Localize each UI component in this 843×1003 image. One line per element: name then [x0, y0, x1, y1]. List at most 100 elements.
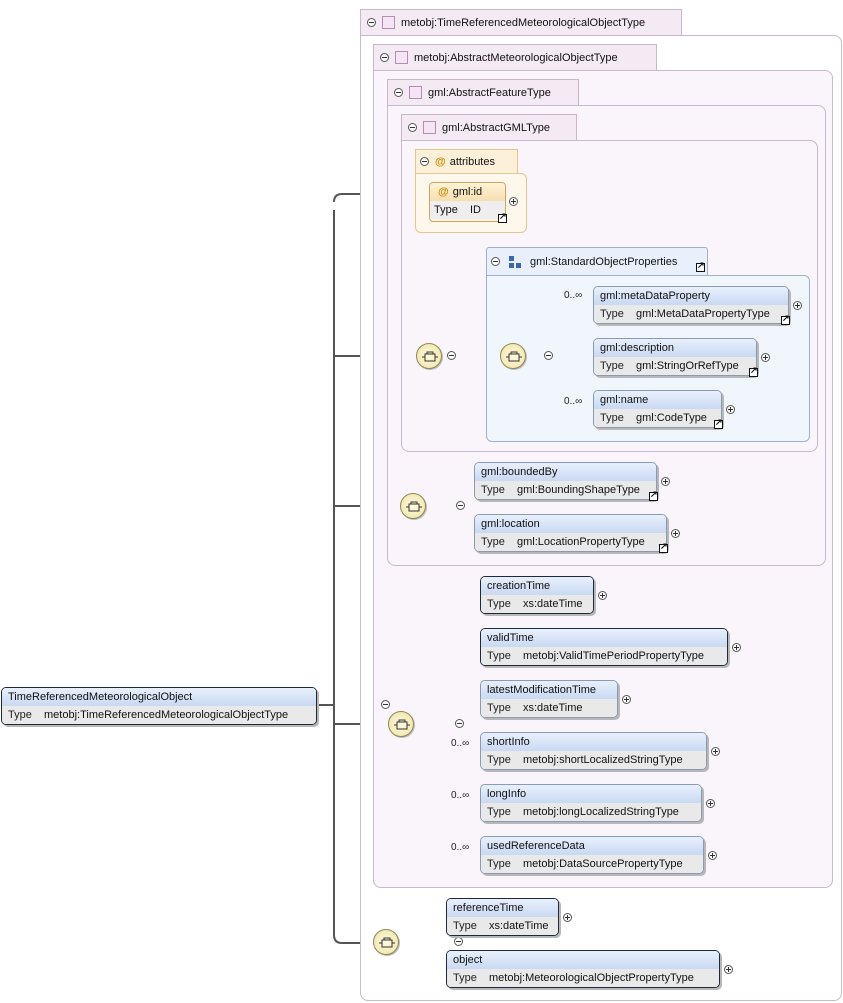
element-type: metobj:TimeReferencedMeteorologicalObjec… — [44, 709, 289, 721]
collapse-icon[interactable] — [491, 257, 500, 266]
element-type: metobj:DataSourcePropertyType — [523, 858, 683, 870]
collapse-icon[interactable] — [456, 501, 466, 510]
type-label: Type — [481, 536, 505, 548]
expand-icon[interactable] — [761, 353, 770, 362]
attributes-label: attributes — [449, 155, 495, 168]
collapse-icon[interactable] — [380, 53, 389, 62]
element-name: object — [447, 951, 719, 969]
element-name: shortInfo — [481, 733, 706, 751]
expand-icon[interactable] — [706, 799, 715, 808]
element-type: gml:StringOrRefType — [636, 360, 739, 372]
element-name: longInfo — [481, 785, 701, 803]
element-name: latestModificationTime — [481, 681, 617, 699]
complex-type-tab-abstract-gml[interactable]: gml:AbstractGMLType — [401, 114, 577, 140]
type-label: Type — [481, 484, 505, 496]
goto-group-icon[interactable] — [696, 260, 705, 272]
collapse-icon[interactable] — [420, 157, 429, 166]
goto-type-icon[interactable] — [649, 489, 658, 501]
cardinality: 0..∞ — [451, 790, 470, 801]
collapse-icon[interactable] — [454, 937, 464, 946]
group-icon — [509, 255, 521, 268]
goto-type-icon[interactable] — [714, 417, 723, 429]
expand-icon[interactable] — [671, 529, 680, 538]
goto-type-icon[interactable] — [749, 365, 758, 377]
type-label: Type — [434, 204, 458, 216]
group-tab[interactable]: gml:StandardObjectProperties — [486, 247, 708, 275]
expand-icon[interactable] — [563, 913, 572, 922]
goto-type-icon[interactable] — [781, 313, 790, 325]
collapse-icon[interactable] — [367, 18, 376, 27]
sequence-icon[interactable] — [388, 711, 414, 737]
collapse-icon[interactable] — [381, 700, 391, 709]
element-type: xs:dateTime — [489, 920, 549, 932]
type-label: Type — [453, 972, 477, 984]
cardinality: 0..∞ — [451, 842, 470, 853]
attribute-icon: @ — [435, 155, 446, 168]
element-gml-location[interactable]: gml:location Type gml:LocationPropertyTyp… — [474, 514, 680, 553]
collapse-icon[interactable] — [394, 88, 403, 97]
sequence-icon[interactable] — [500, 343, 526, 369]
expand-icon[interactable] — [598, 591, 607, 600]
goto-type-icon[interactable] — [498, 211, 507, 223]
collapse-icon[interactable] — [408, 123, 417, 132]
element-type: metobj:ValidTimePeriodPropertyType — [523, 650, 704, 662]
collapse-icon[interactable] — [544, 351, 554, 360]
expand-icon[interactable] — [509, 197, 518, 206]
type-label: Type — [487, 650, 511, 662]
expand-icon[interactable] — [726, 405, 735, 414]
complex-type-tab-outer[interactable]: metobj:TimeReferencedMeteorologicalObjec… — [360, 9, 682, 35]
element-type: gml:MetaDataPropertyType — [636, 308, 770, 320]
type-label: Type — [600, 360, 624, 372]
element-name: gml:location — [475, 515, 666, 533]
element-type: metobj:shortLocalizedStringType — [523, 754, 683, 766]
type-label: Type — [600, 412, 624, 424]
element-name: usedReferenceData — [481, 837, 703, 855]
element-gml-name[interactable]: gml:name Type gml:CodeType — [593, 390, 735, 429]
attribute-type: ID — [470, 204, 481, 216]
cardinality: 0..∞ — [564, 396, 583, 407]
element-type: gml:CodeType — [636, 412, 707, 424]
element-type: xs:dateTime — [523, 702, 583, 714]
element-shortinfo[interactable]: shortInfo Type metobj:shortLocalizedStrin… — [480, 732, 720, 770]
sequence-icon[interactable] — [416, 343, 442, 369]
complex-type-tab-abstract-met[interactable]: metobj:AbstractMeteorologicalObjectType — [373, 44, 657, 70]
expand-icon[interactable] — [708, 851, 717, 860]
type-label: Type — [487, 754, 511, 766]
sequence-icon[interactable] — [400, 493, 426, 519]
expand-icon[interactable] — [711, 747, 720, 756]
sequence-icon[interactable] — [373, 929, 399, 955]
type-label: Type — [8, 709, 32, 721]
element-name: referenceTime — [447, 899, 558, 917]
attribute-name: gml:id — [452, 186, 483, 198]
complex-type-tab-abstract-feature[interactable]: gml:AbstractFeatureType — [387, 79, 579, 105]
complex-type-icon — [382, 16, 395, 29]
goto-type-icon[interactable] — [659, 541, 668, 553]
expand-icon[interactable] — [724, 965, 733, 974]
complex-type-name: gml:AbstractFeatureType — [428, 86, 551, 99]
complex-type-icon — [409, 86, 422, 99]
element-name: gml:metaDataProperty — [594, 287, 788, 305]
collapse-icon[interactable] — [447, 351, 456, 360]
expand-icon[interactable] — [622, 695, 631, 704]
element-name: gml:name — [594, 391, 721, 409]
expand-icon[interactable] — [661, 477, 670, 486]
attributes-tab[interactable]: @ attributes — [415, 149, 518, 173]
element-type: gml:LocationPropertyType — [517, 536, 645, 548]
type-label: Type — [487, 598, 511, 610]
collapse-icon[interactable] — [455, 719, 465, 728]
expand-icon[interactable] — [732, 643, 741, 652]
complex-type-name: metobj:AbstractMeteorologicalObjectType — [414, 51, 618, 64]
expand-icon[interactable] — [793, 301, 802, 310]
